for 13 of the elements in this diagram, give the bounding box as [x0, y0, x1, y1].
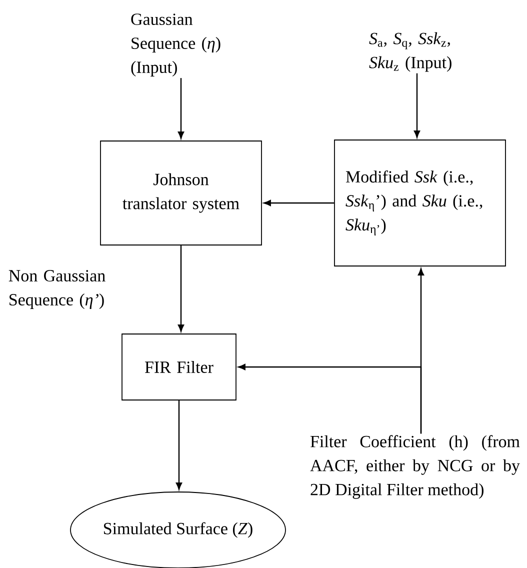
- input-text: Gaussian Sequence (η) (Input): [131, 14, 220, 76]
- edge-label: Non Gaussian Sequence (η’): [8, 270, 106, 309]
- arrow: [178, 78, 184, 139]
- process-box: FIR Filter: [122, 334, 236, 400]
- arrow: [264, 200, 334, 206]
- arrow: [414, 73, 420, 138]
- process-box: Johnson translator system: [100, 140, 262, 246]
- input-text: Filter Coefficient (h) (from AACF, either by NCG or by 2D Digital Filter method): [310, 435, 520, 499]
- arrow: [418, 268, 424, 434]
- process-box: Modified Ssk (i.e., Ssk$_{η}$’) and Sku (i.e., Sku$_{η’}$): [334, 140, 506, 266]
- arrow: [178, 245, 184, 332]
- input-text: S$_{a}$, S$_{q}$, Ssk$_{z}$, Sku$_{z}$ (Input): [369, 32, 452, 72]
- arrow: [176, 400, 182, 490]
